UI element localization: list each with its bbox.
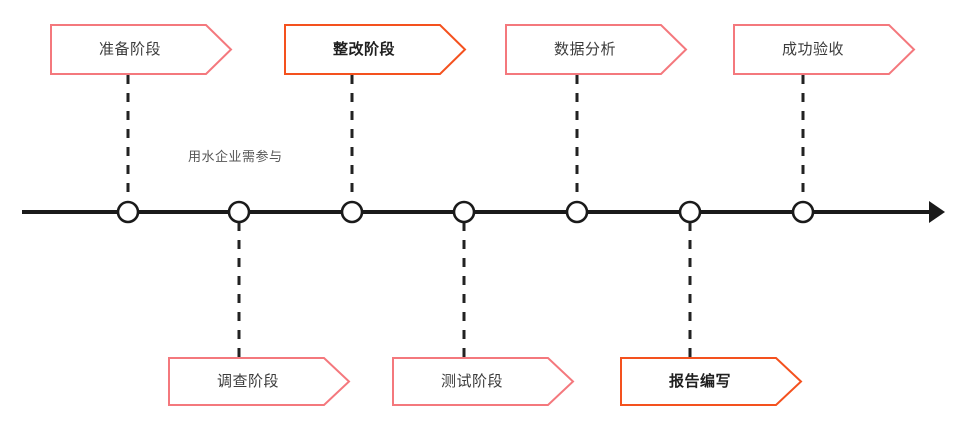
milestone-label-4: 数据分析 [553,40,616,58]
chevron-shape-6 [733,24,916,75]
chevron-shape-2 [284,24,467,75]
milestone-chevron-4[interactable]: 数据分析 [505,24,688,75]
chevron-shape-5 [620,357,803,406]
milestone-label-6: 成功验收 [781,40,844,58]
milestone-label-3: 测试阶段 [440,372,503,390]
milestone-node-1[interactable] [227,200,251,224]
milestone-node-6[interactable] [791,200,815,224]
milestone-chevron-6[interactable]: 成功验收 [733,24,916,75]
milestone-chevron-1[interactable]: 调查阶段 [168,357,351,406]
timeline-axis [22,201,945,223]
chevron-shape-1 [168,357,351,406]
connector-group [126,75,805,357]
milestone-node-3[interactable] [452,200,476,224]
milestone-label-5: 报告编写 [668,372,731,390]
milestone-node-4[interactable] [565,200,589,224]
milestone-label-1: 调查阶段 [216,372,279,390]
milestone-node-5[interactable] [678,200,702,224]
milestone-chevron-5[interactable]: 报告编写 [620,357,803,406]
chevron-shape-4 [505,24,688,75]
axis-arrow-head [929,201,945,223]
annotation-water-enterprise: 用水企业需参与 [188,149,283,164]
milestone-node-2[interactable] [340,200,364,224]
milestone-chevron-2[interactable]: 整改阶段 [284,24,467,75]
milestone-node-0[interactable] [116,200,140,224]
chevron-shape-0 [50,24,233,75]
milestone-chevron-0[interactable]: 准备阶段 [50,24,233,75]
milestone-node-group [116,200,815,224]
milestone-label-0: 准备阶段 [98,40,161,58]
milestone-label-2: 整改阶段 [332,40,395,58]
milestone-chevron-3[interactable]: 测试阶段 [392,357,575,406]
chevron-shape-3 [392,357,575,406]
